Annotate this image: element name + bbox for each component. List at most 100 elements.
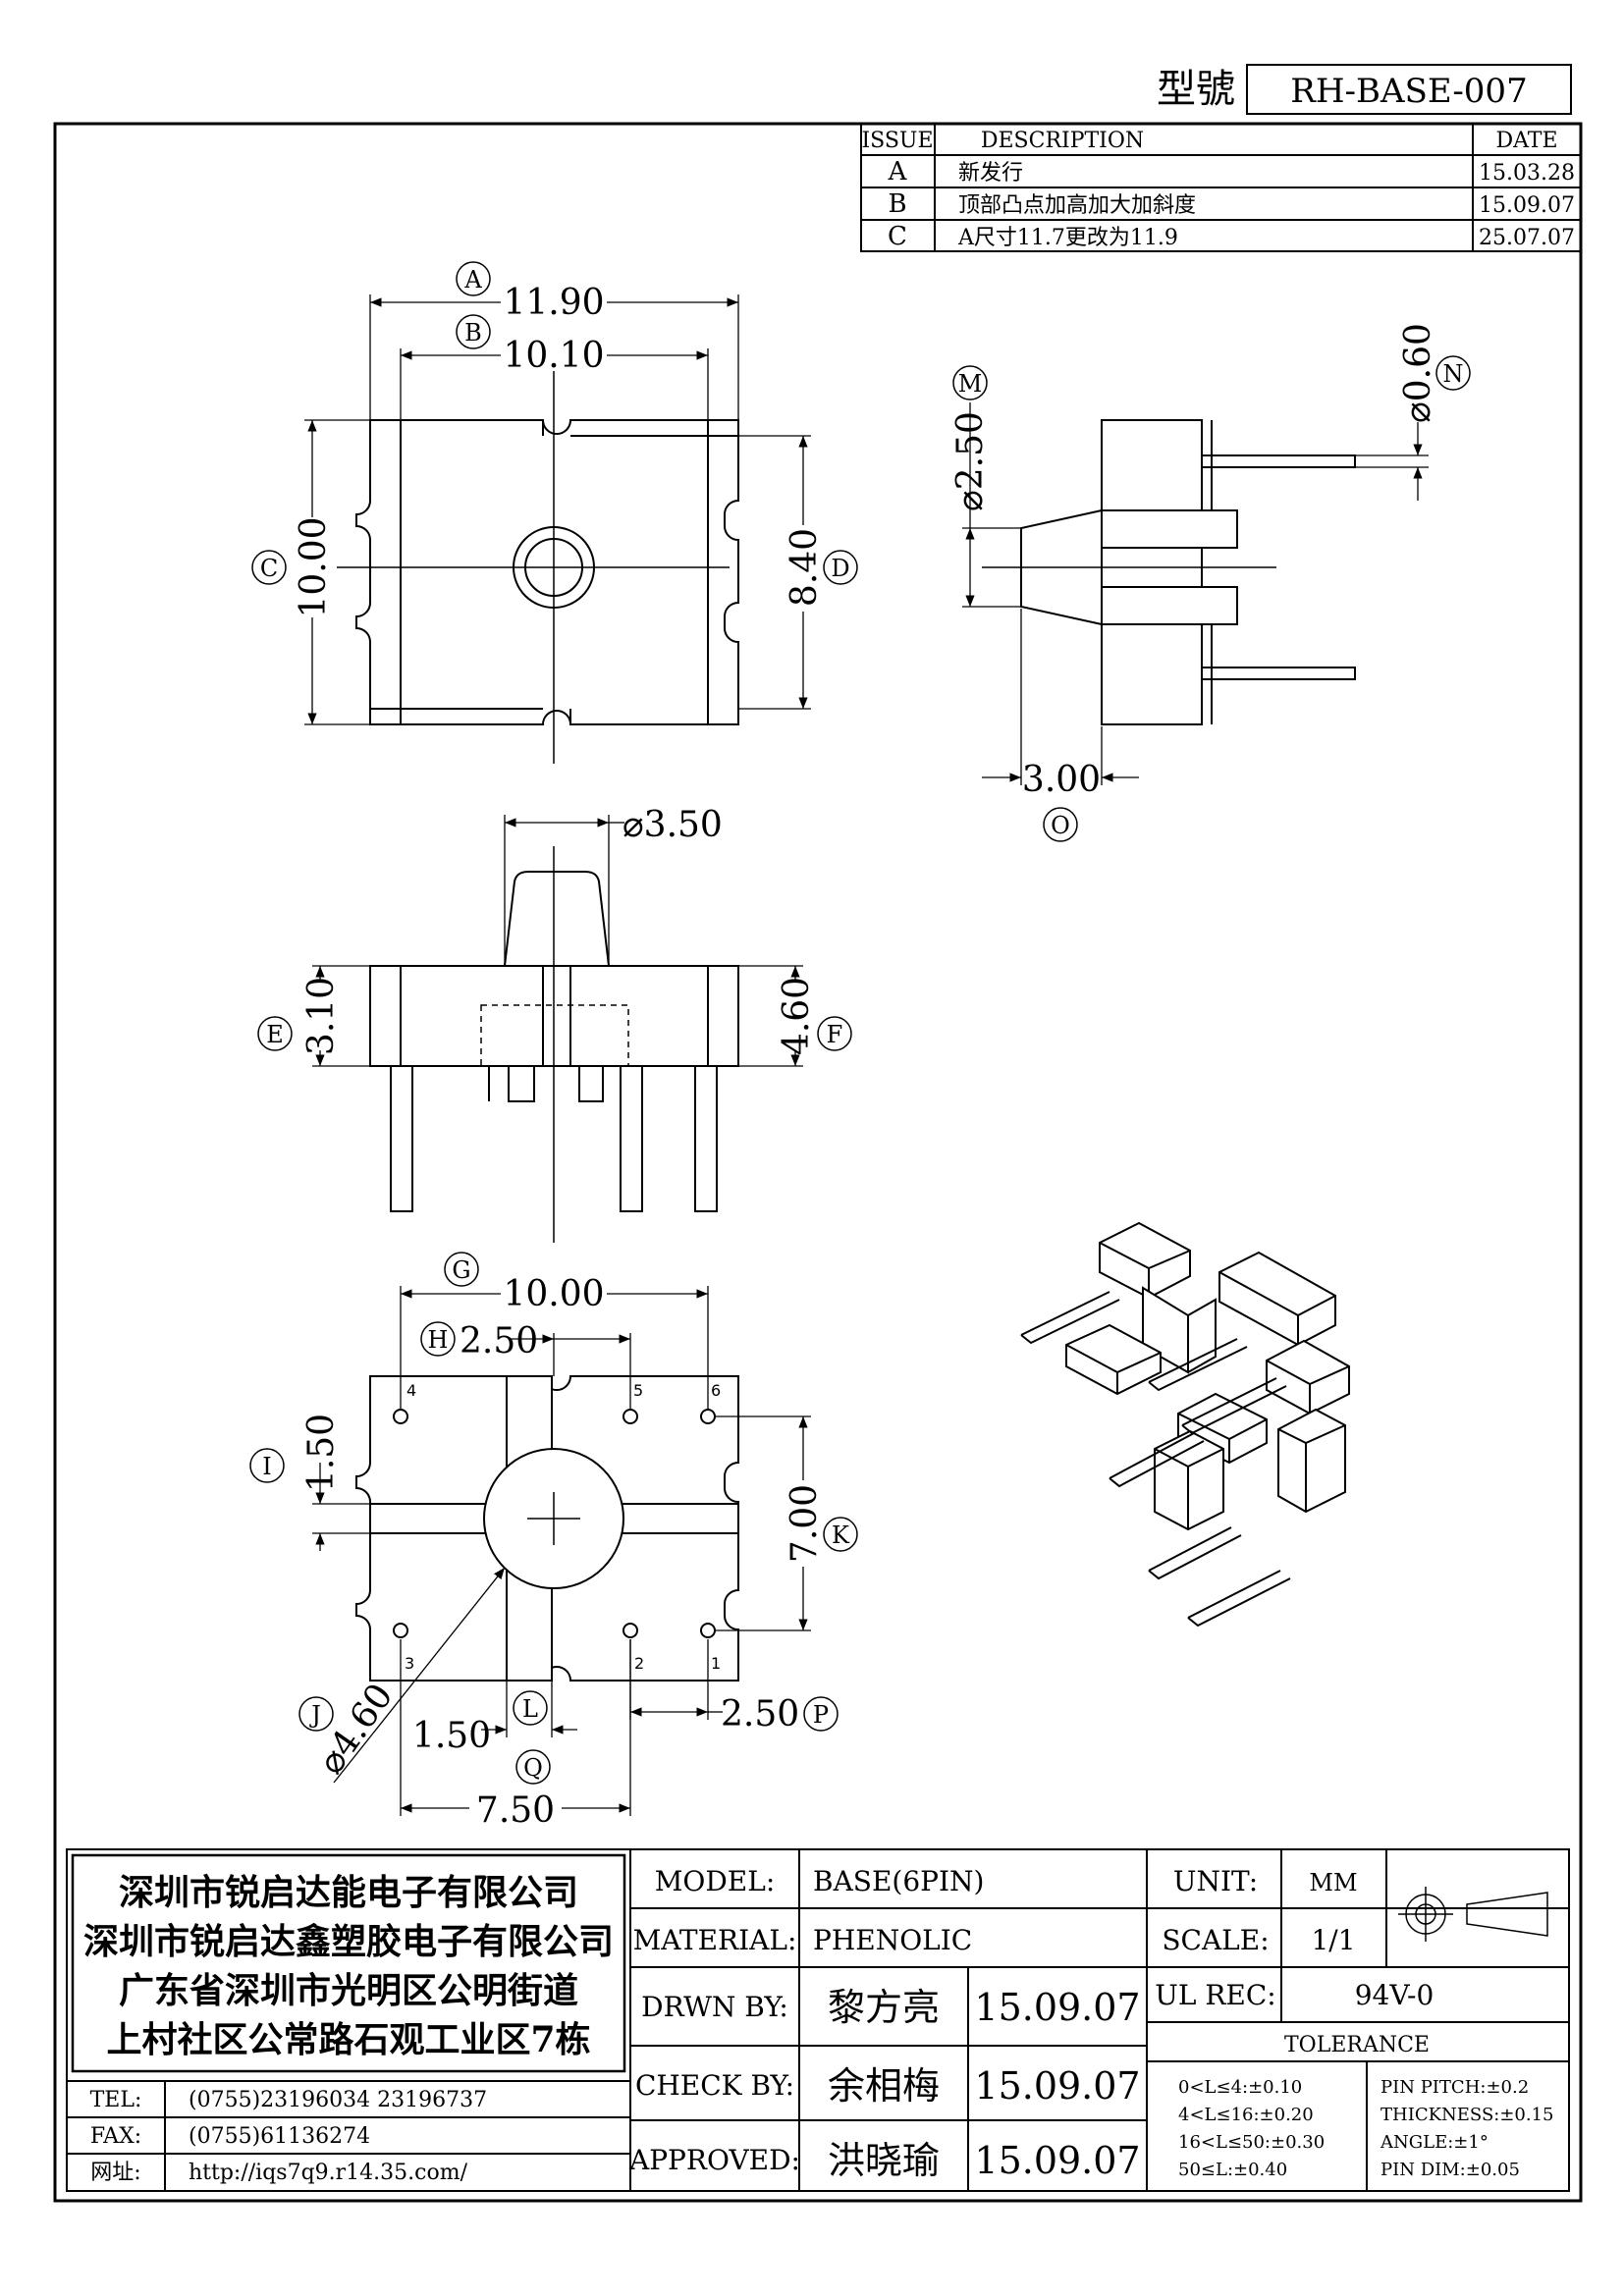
rev-row-date: 25.07.07 [1479,226,1575,250]
rev-row-description: 新发行 [958,161,1023,186]
dim-n: ⌀0.60 [1398,323,1438,423]
pin-hole-2 [623,1623,638,1638]
model-value: BASE(6PIN) [813,1865,984,1897]
callout-e: E [257,1016,293,1051]
svg-text:F: F [827,1021,843,1048]
rev-row-issue: B [888,189,906,219]
rev-header-description: DESCRIPTION [981,129,1144,153]
fax-label: FAX: [90,2124,141,2149]
dim-l: 1.50 [412,1716,491,1756]
dim-a: 11.90 [503,283,604,323]
company-address-2: 上村社区公常路石观工业区7栋 [106,2019,590,2060]
top-view: 11.90 10.10 10.00 8.40 [294,283,825,764]
dim-c: 10.00 [294,516,334,617]
drawing-border [53,122,1583,2203]
callout-b: B [456,314,491,349]
svg-text:O: O [1051,812,1070,839]
svg-text:J: J [308,1701,321,1729]
svg-text:B: B [464,319,482,347]
dim-g: 10.00 [503,1274,604,1314]
pin-hole-3 [393,1623,408,1638]
tolerance-general: PIN PITCH:±0.2 [1380,2077,1529,2098]
svg-text:L: L [522,1695,538,1723]
callout-k: K [823,1517,858,1552]
company-name-1: 深圳市锐启达能电子有限公司 [119,1872,578,1913]
scale-value: 1/1 [1311,1924,1355,1956]
fax-value: (0755)61136274 [189,2124,370,2149]
svg-text:Q: Q [523,1754,543,1782]
dim-b: 10.10 [503,336,604,376]
pin-number: 6 [711,1381,721,1400]
dim-m: ⌀2.50 [950,411,991,511]
callout-c: C [251,550,287,585]
svg-text:E: E [266,1021,284,1048]
callout-n: N [1435,355,1471,391]
tolerance-label: TOLERANCE [1284,2033,1430,2057]
model-label: MODEL: [655,1865,776,1897]
pin-hole-6 [700,1409,716,1424]
callout-j: J [298,1696,334,1732]
svg-text:M: M [958,370,983,398]
callout-i: I [249,1448,285,1483]
approved-date: 15.09.07 [974,2139,1140,2182]
dim-f: 4.60 [777,977,817,1055]
model-no-label: 型號 [1157,67,1235,112]
unit-label: UNIT: [1173,1865,1258,1897]
front-view: ⌀3.50 3.10 4.60 [301,805,817,1243]
ul-rec-label: UL REC: [1155,1979,1275,2011]
rev-row-date: 15.03.28 [1479,161,1575,186]
rev-row-issue: A [888,157,908,187]
svg-text:D: D [831,555,849,582]
bottom-view: 4 5 6 3 2 1 10.00 2.50 1.50 7.00 ⌀4 [301,1274,825,1831]
tolerance-general: PIN DIM:±0.05 [1380,2160,1520,2180]
tolerance-general: ANGLE:±1° [1380,2132,1489,2153]
rev-row-description: A尺寸11.7更改为11.9 [957,226,1178,250]
pin-hole-4 [393,1409,408,1424]
svg-text:I: I [262,1453,271,1480]
svg-text:A: A [463,266,482,294]
dim-o: 3.00 [1022,760,1101,800]
callout-q: Q [515,1749,551,1785]
tolerance-general: THICKNESS:±0.15 [1380,2105,1554,2125]
tel-label: TEL: [90,2088,142,2112]
dim-i: 1.50 [301,1414,342,1492]
tolerance-linear: 4<L≤16:±0.20 [1178,2105,1314,2125]
pin-number: 4 [406,1381,416,1400]
title-block: 深圳市锐启达能电子有限公司 深圳市锐启达鑫塑胶电子有限公司 广东省深圳市光明区公… [66,1848,1570,2192]
rev-row-description: 顶部凸点加高加大加斜度 [958,193,1196,218]
drawn-by-date: 15.09.07 [974,1986,1140,2029]
pin-hole-5 [623,1409,638,1424]
pin-number: 3 [405,1654,414,1673]
callouts: A B C D E F G H I J K L M N O P Q [249,261,1471,1785]
svg-text:G: G [452,1256,470,1284]
dim-e: 3.10 [301,977,342,1055]
projection-symbol-icon [1398,1887,1548,1942]
drawn-by-name: 黎方亮 [828,1986,940,2029]
pin-number: 2 [634,1654,644,1673]
header: 型號 RH-BASE-007 [1157,64,1572,115]
web-value: http://iqs7q9.r14.35.com/ [189,2161,468,2185]
callout-h: H [420,1321,456,1357]
pin-number: 5 [633,1381,643,1400]
check-by-name: 余相梅 [828,2064,940,2108]
company-name-2: 深圳市锐启达鑫塑胶电子有限公司 [83,1921,614,1962]
web-label: 网址: [90,2161,140,2185]
dim-top-diameter: ⌀3.50 [623,805,723,845]
model-no: RH-BASE-007 [1290,72,1527,111]
callout-g: G [444,1252,479,1287]
material-value: PHENOLIC [813,1924,972,1956]
callout-f: F [817,1016,852,1051]
svg-text:H: H [428,1326,449,1354]
side-view: ⌀2.50 ⌀0.60 3.00 [950,323,1438,800]
tel-value: (0755)23196034 23196737 [189,2088,487,2112]
dim-k: 7.00 [785,1484,825,1563]
svg-text:C: C [260,555,278,582]
company-box [71,1853,626,2073]
rev-row-issue: C [888,222,907,251]
tolerance-linear: 0<L≤4:±0.10 [1178,2077,1302,2098]
scale-label: SCALE: [1162,1924,1269,1956]
approved-label: APPROVED: [628,2144,800,2176]
rev-header-issue: ISSUE [861,129,933,153]
check-by-label: CHECK BY: [635,2069,794,2102]
